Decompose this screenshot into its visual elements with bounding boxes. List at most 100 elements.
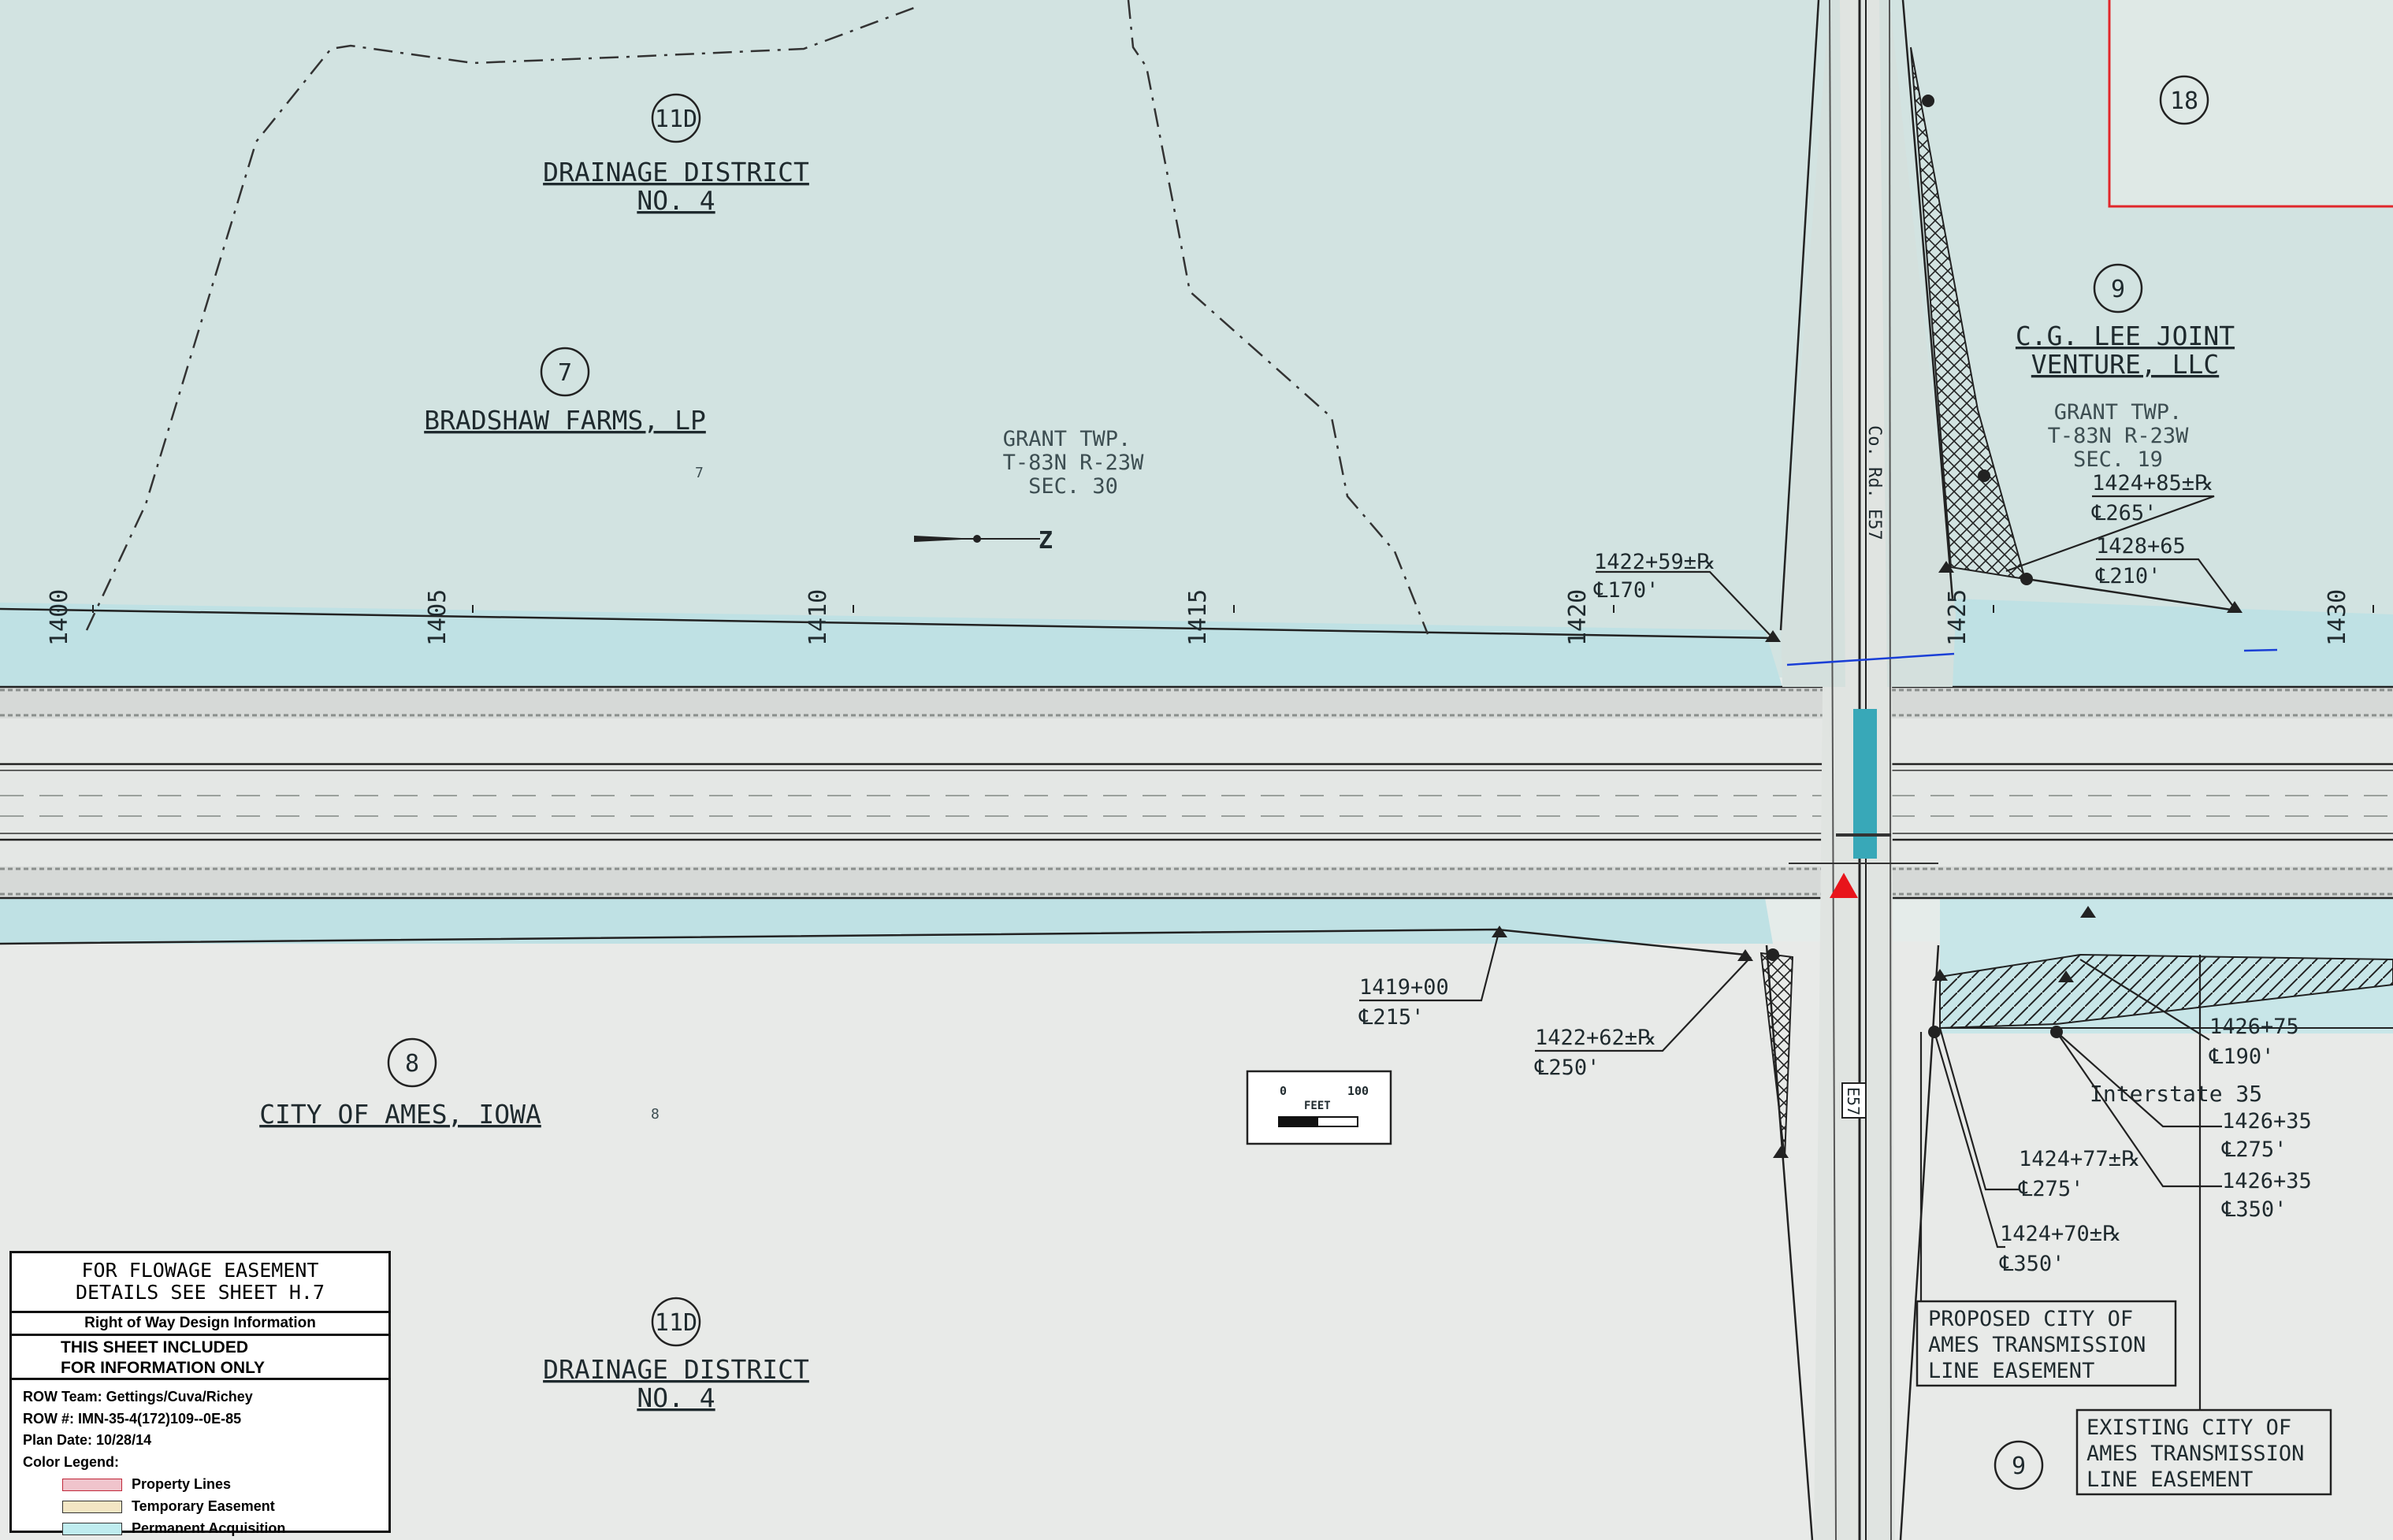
callout-1428-65-offset: ℄210': [2095, 564, 2161, 588]
north-acquisition-band-east: [1953, 599, 2393, 687]
callout-1424-77-offset: ℄275': [2018, 1177, 2083, 1201]
parcel-8-small-id: 8: [651, 1106, 660, 1123]
county-road-label: Co. Rd. E57: [1864, 425, 1884, 540]
parcel-11d-north-line1: DRAINAGE DISTRICT: [543, 157, 809, 187]
parcel-11d-north-line2: NO. 4: [637, 185, 715, 216]
row-number: ROW #: IMN-35-4(172)109--0E-85: [23, 1410, 242, 1427]
flowage-note-line2: DETAILS SEE SHEET H.7: [75, 1281, 325, 1304]
scale-zero: 0: [1280, 1084, 1287, 1098]
proposed-easement-line3: LINE EASEMENT: [1928, 1359, 2094, 1383]
proposed-easement-box: [1916, 1300, 2177, 1387]
callout-1426-35a-offset: ℄275': [2221, 1137, 2287, 1162]
south-shoulder: [0, 866, 2393, 898]
callout-1424-70-offset: ℄350': [1999, 1252, 2064, 1276]
notice-line2: FOR INFORMATION ONLY: [61, 1359, 265, 1377]
north-acquisition-band: [0, 603, 1782, 687]
township-east-line2: T-83N R-23W: [2048, 424, 2190, 448]
north-shoulder: [0, 687, 2393, 718]
callout-1428-65-station: 1428+65: [2096, 534, 2186, 558]
callout-1422-59-station: 1422+59±℞: [1594, 550, 1715, 574]
callout-1422-59-offset: ℄170': [1593, 578, 1659, 603]
interstate-label: Interstate 35: [2090, 1081, 2262, 1107]
callout-1426-35a-station: 1426+35: [2222, 1109, 2312, 1134]
flowage-note-line1: FOR FLOWAGE EASEMENT: [81, 1259, 319, 1282]
existing-easement-line1: EXISTING CITY OF: [2086, 1416, 2291, 1440]
callout-1419-station: 1419+00: [1359, 975, 1449, 1000]
blue-line-1: [1786, 652, 1955, 666]
parcel-8-number: 8: [405, 1050, 419, 1078]
callout-1426-75-station: 1426+75: [2209, 1015, 2299, 1039]
permanent-acquisition-swatch: [62, 1523, 122, 1536]
parcel-9-south-number: 9: [2012, 1453, 2026, 1480]
scale-unit: FEET: [1304, 1100, 1331, 1112]
legend-key-property-lines: Property Lines: [12, 1473, 388, 1495]
info-legend-block: FOR FLOWAGE EASEMENT DETAILS SEE SHEET H…: [9, 1251, 391, 1536]
township-east-line1: GRANT TWP.: [2054, 400, 2183, 425]
svg-text:Z: Z: [1039, 527, 1053, 555]
row-details: ROW Team: Gettings/Cuva/Richey ROW #: IM…: [12, 1380, 388, 1473]
north-arrow-icon: Z: [914, 527, 1053, 555]
row-team: ROW Team: Gettings/Cuva/Richey: [23, 1389, 253, 1405]
e57-shield-label: E57: [1844, 1087, 1863, 1115]
scale-max: 100: [1347, 1084, 1369, 1098]
south-field: [0, 941, 2393, 1540]
callout-1424-85-station: 1424+85±℞: [2092, 471, 2213, 495]
interstate-corridor: [0, 687, 2393, 898]
parcel-7-number: 7: [558, 359, 572, 387]
parcel-11d-south-line1: DRAINAGE DISTRICT: [543, 1354, 809, 1385]
station-1400: 1400: [46, 589, 73, 646]
location-marker-triangle: [1830, 873, 1858, 898]
parcel-9-owner-line1: C.G. LEE JOINT: [2016, 321, 2235, 351]
color-legend-title: Color Legend:: [23, 1453, 119, 1470]
parcel-11d-north-number: 11D: [655, 106, 697, 133]
scale-bar: 0 100 FEET: [1246, 1070, 1392, 1145]
township-west-line1: GRANT TWP.: [1003, 427, 1131, 451]
proposed-easement-line1: PROPOSED CITY OF: [1928, 1307, 2133, 1331]
callout-1426-75-offset: ℄190': [2209, 1045, 2274, 1069]
callout-1422-62-station: 1422+62±℞: [1535, 1026, 1656, 1050]
parcel-18-area: [2108, 0, 2393, 206]
station-1405: 1405: [424, 589, 451, 646]
parcel-7-owner: BRADSHAW FARMS, LP: [424, 405, 706, 436]
parcel-8-owner: CITY OF AMES, IOWA: [259, 1099, 541, 1130]
row-design-title: Right of Way Design Information: [12, 1313, 388, 1336]
existing-easement-box: [2075, 1408, 2332, 1496]
parcel-boundary-west: [85, 6, 915, 631]
township-west-line2: T-83N R-23W: [1003, 451, 1145, 475]
existing-easement-line3: LINE EASEMENT: [2086, 1468, 2253, 1492]
callout-1426-35b-offset: ℄350': [2221, 1197, 2287, 1222]
station-1410: 1410: [804, 589, 832, 646]
temporary-easement-swatch: [62, 1501, 122, 1514]
legend-key-temporary-easement: Temporary Easement: [12, 1495, 388, 1517]
station-1425: 1425: [1944, 589, 1971, 646]
info-only-notice: THIS SHEET INCLUDED FOR INFORMATION ONLY: [12, 1336, 388, 1380]
north-row-line: [0, 607, 1775, 640]
parcel-boundary-central: [1127, 0, 1429, 635]
parcel-7-small-id: 7: [695, 465, 704, 481]
callout-1424-70-station: 1424+70±℞: [2000, 1222, 2121, 1246]
callout-1424-77-station: 1424+77±℞: [2019, 1147, 2140, 1171]
callout-1422-62-offset: ℄250': [1534, 1056, 1600, 1080]
proposed-easement-line2: AMES TRANSMISSION: [1928, 1333, 2146, 1357]
callout-1424-85-offset: ℄265': [2091, 501, 2157, 525]
callout-1426-35b-station: 1426+35: [2222, 1169, 2312, 1193]
station-1420: 1420: [1564, 589, 1592, 646]
township-east-line3: SEC. 19: [2073, 447, 2163, 472]
callout-1419-offset: ℄215': [1358, 1005, 1424, 1030]
parcel-11d-south-number: 11D: [655, 1309, 697, 1337]
property-line-parcel-18: [2108, 0, 2393, 208]
legend-key-permanent-acquisition: Permanent Acquisition: [12, 1517, 388, 1539]
plan-date: Plan Date: 10/28/14: [23, 1432, 152, 1448]
notice-line1: THIS SHEET INCLUDED: [61, 1338, 249, 1356]
station-1430: 1430: [2324, 589, 2351, 646]
parcel-9-owner-line2: VENTURE, LLC: [2031, 349, 2219, 380]
parcel-18-number: 18: [2170, 87, 2198, 115]
township-west-line3: SEC. 30: [1028, 474, 1118, 499]
existing-easement-line2: AMES TRANSMISSION: [2086, 1442, 2304, 1466]
flowage-note: FOR FLOWAGE EASEMENT DETAILS SEE SHEET H…: [12, 1253, 388, 1313]
station-1415: 1415: [1184, 589, 1212, 646]
parcel-11d-south-line2: NO. 4: [637, 1382, 715, 1413]
south-acquisition-band: [0, 898, 1773, 944]
